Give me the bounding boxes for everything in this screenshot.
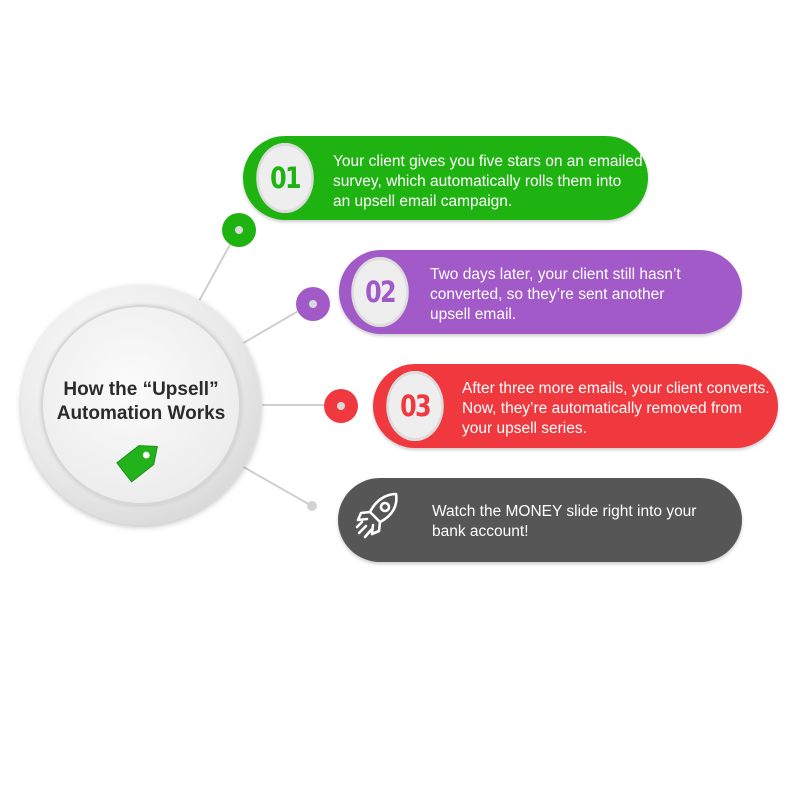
step-4-line-2: bank account! [432, 523, 529, 540]
step-4-text: Watch the MONEY slide right into your ba… [432, 502, 696, 542]
step-3-line-1: After three more emails, your client con… [462, 380, 770, 397]
hub-title-line-2: Automation Works [56, 403, 226, 424]
step-1-line-3: an upsell email campaign. [333, 193, 513, 210]
step-3-line-2: Now, they’re automatically removed from [462, 400, 742, 417]
step-4-line-1: Watch the MONEY slide right into your [432, 503, 697, 520]
step-3-connector-dot [324, 389, 358, 423]
step-1-line-2: survey, which automatically rolls them i… [333, 173, 622, 190]
step-2-line-1: Two days later, your client still hasn’t [430, 266, 681, 283]
step-1-number: 01 [256, 143, 314, 213]
step-2-line-2: converted, so they’re sent another [430, 286, 665, 303]
step-1-connector-dot [222, 213, 256, 247]
price-tag-icon [116, 445, 158, 483]
step-3-line-3: your upsell series. [462, 420, 587, 437]
step-4-card [338, 478, 742, 562]
hub-title-line-1: How the “Upsell” [63, 379, 219, 400]
step-1-line-1: Your client gives you five stars on an e… [333, 153, 643, 170]
step-2-number: 02 [351, 257, 409, 327]
step-4-connector-dot [307, 501, 317, 511]
rocket-icon [355, 492, 398, 539]
step-2-connector-dot [296, 287, 330, 321]
step-1-text: Your client gives you five stars on an e… [333, 152, 643, 212]
step-3-text: After three more emails, your client con… [462, 379, 770, 439]
step-2-text: Two days later, your client still hasn’t… [430, 265, 681, 325]
hub-title: How the “Upsell” Automation Works [41, 378, 241, 426]
step-3-number: 03 [386, 371, 444, 441]
connector-line-4 [239, 464, 313, 507]
step-2-line-3: upsell email. [430, 306, 517, 323]
